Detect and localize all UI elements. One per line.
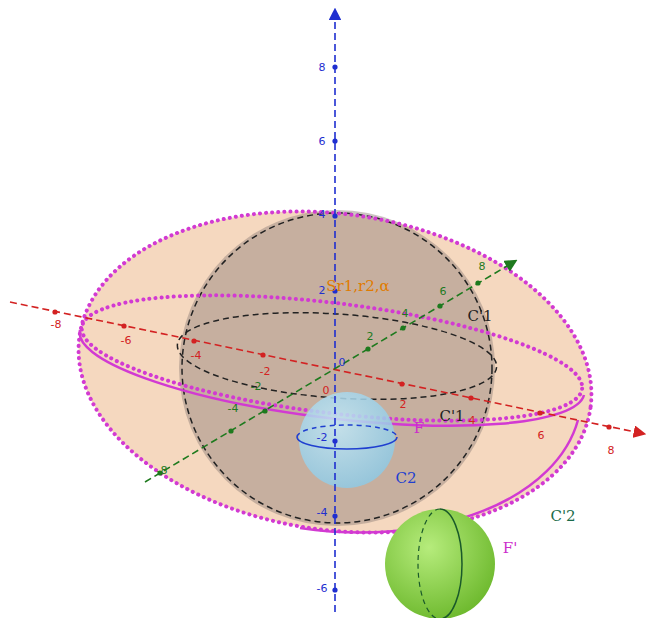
x-tick: -6 <box>121 335 132 346</box>
y-tick: -2 <box>251 381 262 392</box>
x-tick: -2 <box>260 366 271 377</box>
x-tick: 4 <box>469 415 476 426</box>
z-tick: -4 <box>317 507 328 518</box>
green-sphere <box>385 509 495 618</box>
x-tick: 6 <box>538 430 545 441</box>
z-tick: 6 <box>319 136 326 147</box>
z-axis <box>334 14 336 612</box>
x-tick: 2 <box>400 399 407 410</box>
tick-dot <box>475 280 480 285</box>
y-tick: 4 <box>402 308 409 319</box>
tick-dot <box>191 338 196 343</box>
z-tick: 4 <box>319 209 326 220</box>
small-sphere <box>299 392 395 488</box>
circle-c2-prime-back <box>418 509 440 618</box>
curve-name: F' <box>503 541 518 556</box>
tick-dot <box>468 395 473 400</box>
y-tick: -8 <box>157 465 168 476</box>
tick-dot <box>332 513 337 518</box>
tick-dot <box>606 424 611 429</box>
tick-dot <box>228 428 233 433</box>
tick-dot <box>332 213 337 218</box>
x-tick: 8 <box>608 445 615 456</box>
x-tick: -8 <box>51 319 62 330</box>
x-tick: 0 <box>323 385 330 396</box>
z-tick: 0 <box>339 357 346 368</box>
tick-dot <box>365 346 370 351</box>
tick-dot <box>121 323 126 328</box>
y-tick: 6 <box>440 286 447 297</box>
tick-dot <box>262 408 267 413</box>
circle-c2 <box>297 437 397 449</box>
circle-c2-back <box>297 425 397 437</box>
y-tick: 8 <box>479 261 486 272</box>
y-axis <box>145 263 512 482</box>
tick-dot <box>260 352 265 357</box>
z-tick: 8 <box>319 62 326 73</box>
tick-dot <box>52 309 57 314</box>
curve-name: C2 <box>395 471 416 486</box>
axis-ticks <box>52 64 611 592</box>
tick-dot <box>437 303 442 308</box>
curve-name: C'1 <box>467 309 492 324</box>
tick-dot <box>332 64 337 69</box>
z-tick: 2 <box>319 285 326 296</box>
curve-name: C'2 <box>550 509 575 524</box>
surface-name: Sr1,r2,α <box>326 279 389 294</box>
x-tick: -4 <box>191 350 202 361</box>
tick-dot <box>400 325 405 330</box>
tick-dot <box>537 410 542 415</box>
curve-name: C'1 <box>439 409 464 424</box>
tick-dot <box>332 138 337 143</box>
tick-dot <box>399 381 404 386</box>
tick-dot <box>332 587 337 592</box>
y-tick: 2 <box>367 331 374 342</box>
circle-c2-prime <box>440 509 462 618</box>
curve-name: F <box>414 421 424 436</box>
z-tick: -2 <box>317 432 328 443</box>
y-tick: -4 <box>228 403 239 414</box>
x-axis <box>10 302 640 433</box>
z-tick: -6 <box>317 583 328 594</box>
tick-dot <box>332 438 337 443</box>
